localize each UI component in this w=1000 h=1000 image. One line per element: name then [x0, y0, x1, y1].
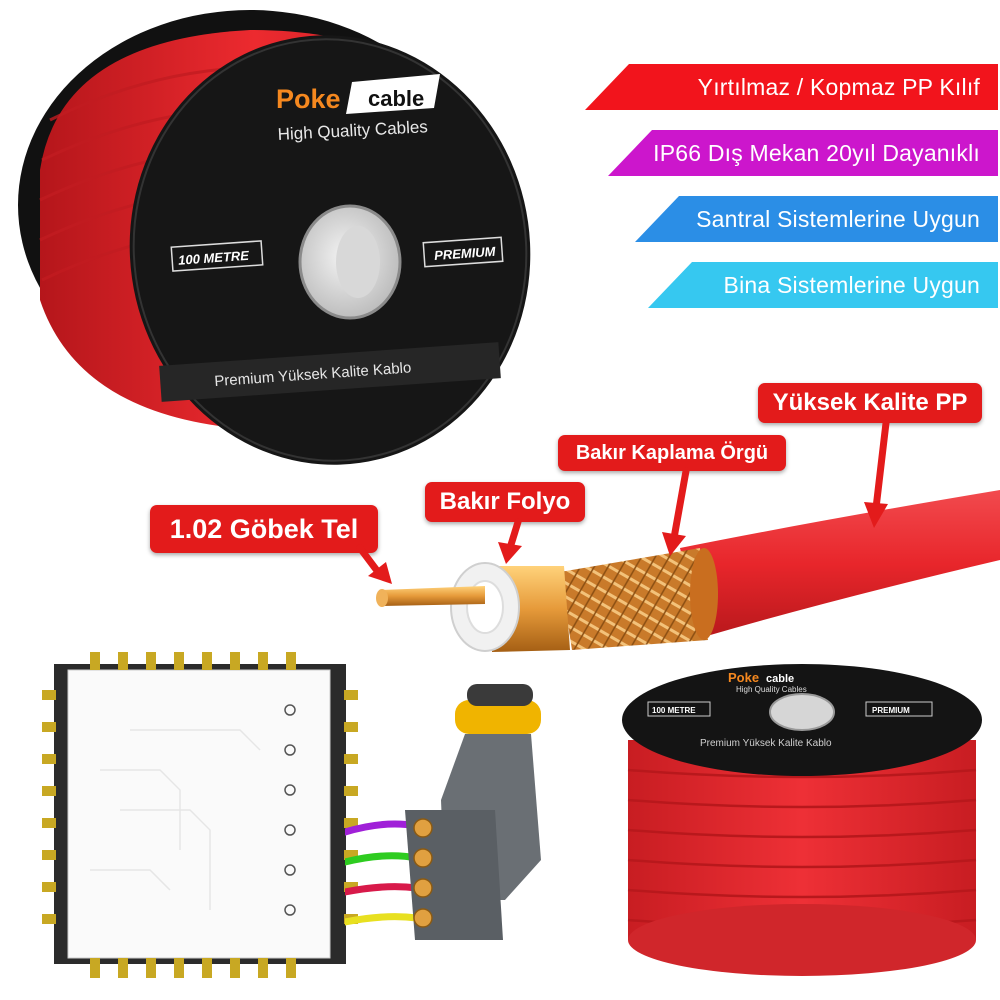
- callout-pp-jacket: Yüksek Kalite PP: [758, 383, 982, 423]
- brand-text-right: cable: [368, 86, 424, 111]
- brand-text-left: Poke: [276, 84, 341, 114]
- small-brand-tagline: High Quality Cables: [736, 685, 807, 694]
- feature-banner-central-systems: Santral Sistemlerine Uygun: [635, 196, 998, 242]
- callout-label: Yüksek Kalite PP: [772, 389, 968, 416]
- callout-copper-braid: Bakır Kaplama Örgü: [558, 435, 786, 471]
- feature-banner-durable-jacket: Yırtılmaz / Kopmaz PP Kılıf: [585, 64, 998, 110]
- callout-label: Bakır Kaplama Örgü: [575, 442, 769, 464]
- feature-label: Santral Sistemlerine Uygun: [696, 205, 980, 232]
- small-brand-right: cable: [766, 673, 794, 685]
- small-spool-description: Premium Yüksek Kalite Kablo: [700, 738, 832, 749]
- feature-banner-ip66: IP66 Dış Mekan 20yıl Dayanıklı: [608, 130, 998, 176]
- cable-spool-small-image: Poke cable High Quality Cables 100 METRE…: [622, 664, 982, 976]
- length-badge: 100 METRE: [178, 248, 250, 268]
- feature-label: IP66 Dış Mekan 20yıl Dayanıklı: [653, 139, 980, 166]
- cable-spool-image: Poke cable High Quality Cables 100 METRE…: [18, 10, 531, 465]
- feature-label: Yırtılmaz / Kopmaz PP Kılıf: [697, 73, 980, 100]
- callout-copper-foil: Bakır Folyo: [425, 482, 585, 522]
- callout-label: 1.02 Göbek Tel: [169, 514, 359, 544]
- lnb-image: [345, 684, 541, 940]
- callout-label: Bakır Folyo: [439, 488, 571, 515]
- callout-core-wire: 1.02 Göbek Tel: [150, 505, 378, 553]
- feature-label: Bina Sistemlerine Uygun: [723, 271, 980, 298]
- small-grade-badge: PREMIUM: [872, 706, 910, 715]
- small-length-badge: 100 METRE: [652, 706, 696, 715]
- multiswitch-image: [42, 652, 358, 978]
- feature-banner-building-systems: Bina Sistemlerine Uygun: [648, 262, 998, 308]
- small-brand-left: Poke: [728, 670, 759, 685]
- grade-badge: PREMIUM: [434, 244, 497, 263]
